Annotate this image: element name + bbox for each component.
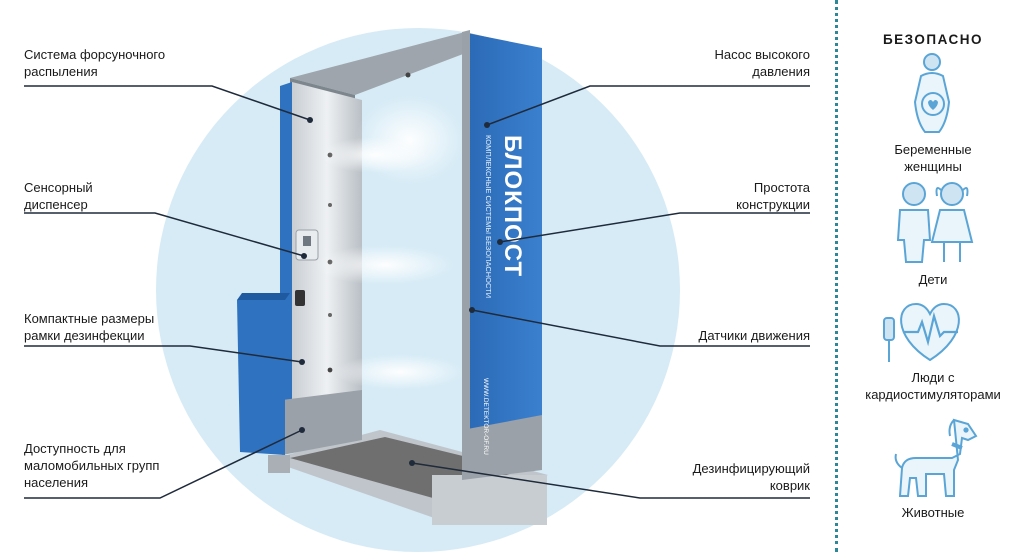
brand-text: БЛОКПОСТ xyxy=(499,135,526,277)
leader-simple-design xyxy=(499,212,810,243)
caption-pregnant-women: Беременные женщины xyxy=(894,142,972,174)
label-sensor-dispenser: Сенсорный диспенсер xyxy=(24,180,93,212)
mist-middle xyxy=(315,245,455,285)
caption-animals: Животные xyxy=(901,505,965,520)
heart-pacemaker-icon xyxy=(883,302,960,362)
leader-motion-sensors xyxy=(471,309,810,347)
label-disinfecting-mat: Дезинфицирующий коврик xyxy=(692,461,810,493)
label-compact-size: Компактные размеры рамки дезинфекции xyxy=(24,311,155,343)
leader-accessibility xyxy=(24,429,303,499)
brand-website: WWW.DETEKTOR-OF.RU xyxy=(482,378,489,455)
label-motion-sensors: Датчики движения xyxy=(698,328,810,343)
safety-title: БЕЗОПАСНО xyxy=(882,32,984,47)
waste-bin xyxy=(237,300,285,455)
leader-mat xyxy=(411,462,810,499)
label-high-pressure-pump: Насос высокого давления xyxy=(714,47,810,79)
children-icon xyxy=(896,182,974,263)
pregnant-woman-icon xyxy=(913,53,951,133)
mist-upper xyxy=(320,137,430,173)
panel-divider xyxy=(835,0,838,552)
caption-pacemaker: Люди с кардиостимуляторами xyxy=(865,370,1001,402)
label-accessibility: Доступность для маломобильных групп насе… xyxy=(24,441,160,490)
mist-lower xyxy=(335,354,465,390)
label-spray-system: Система форсуночного распыления xyxy=(24,47,166,79)
dog-icon xyxy=(894,418,978,497)
leader-sensor-dispenser xyxy=(24,212,305,257)
label-simple-design: Простота конструкции xyxy=(736,180,810,212)
frame-illustration: БЛОКПОСТ КОМПЛЕКСНЫЕ СИСТЕМЫ БЕЗОПАСНОСТ… xyxy=(24,28,810,552)
leader-compact-size xyxy=(24,345,303,363)
caption-children: Дети xyxy=(918,272,948,287)
frame-top-beam xyxy=(290,32,500,95)
leader-lines xyxy=(24,85,810,499)
leader-pump xyxy=(486,85,810,126)
leader-spray-system xyxy=(24,85,311,121)
brand-tagline: КОМПЛЕКСНЫЕ СИСТЕМЫ БЕЗОПАСНОСТИ xyxy=(484,135,493,298)
